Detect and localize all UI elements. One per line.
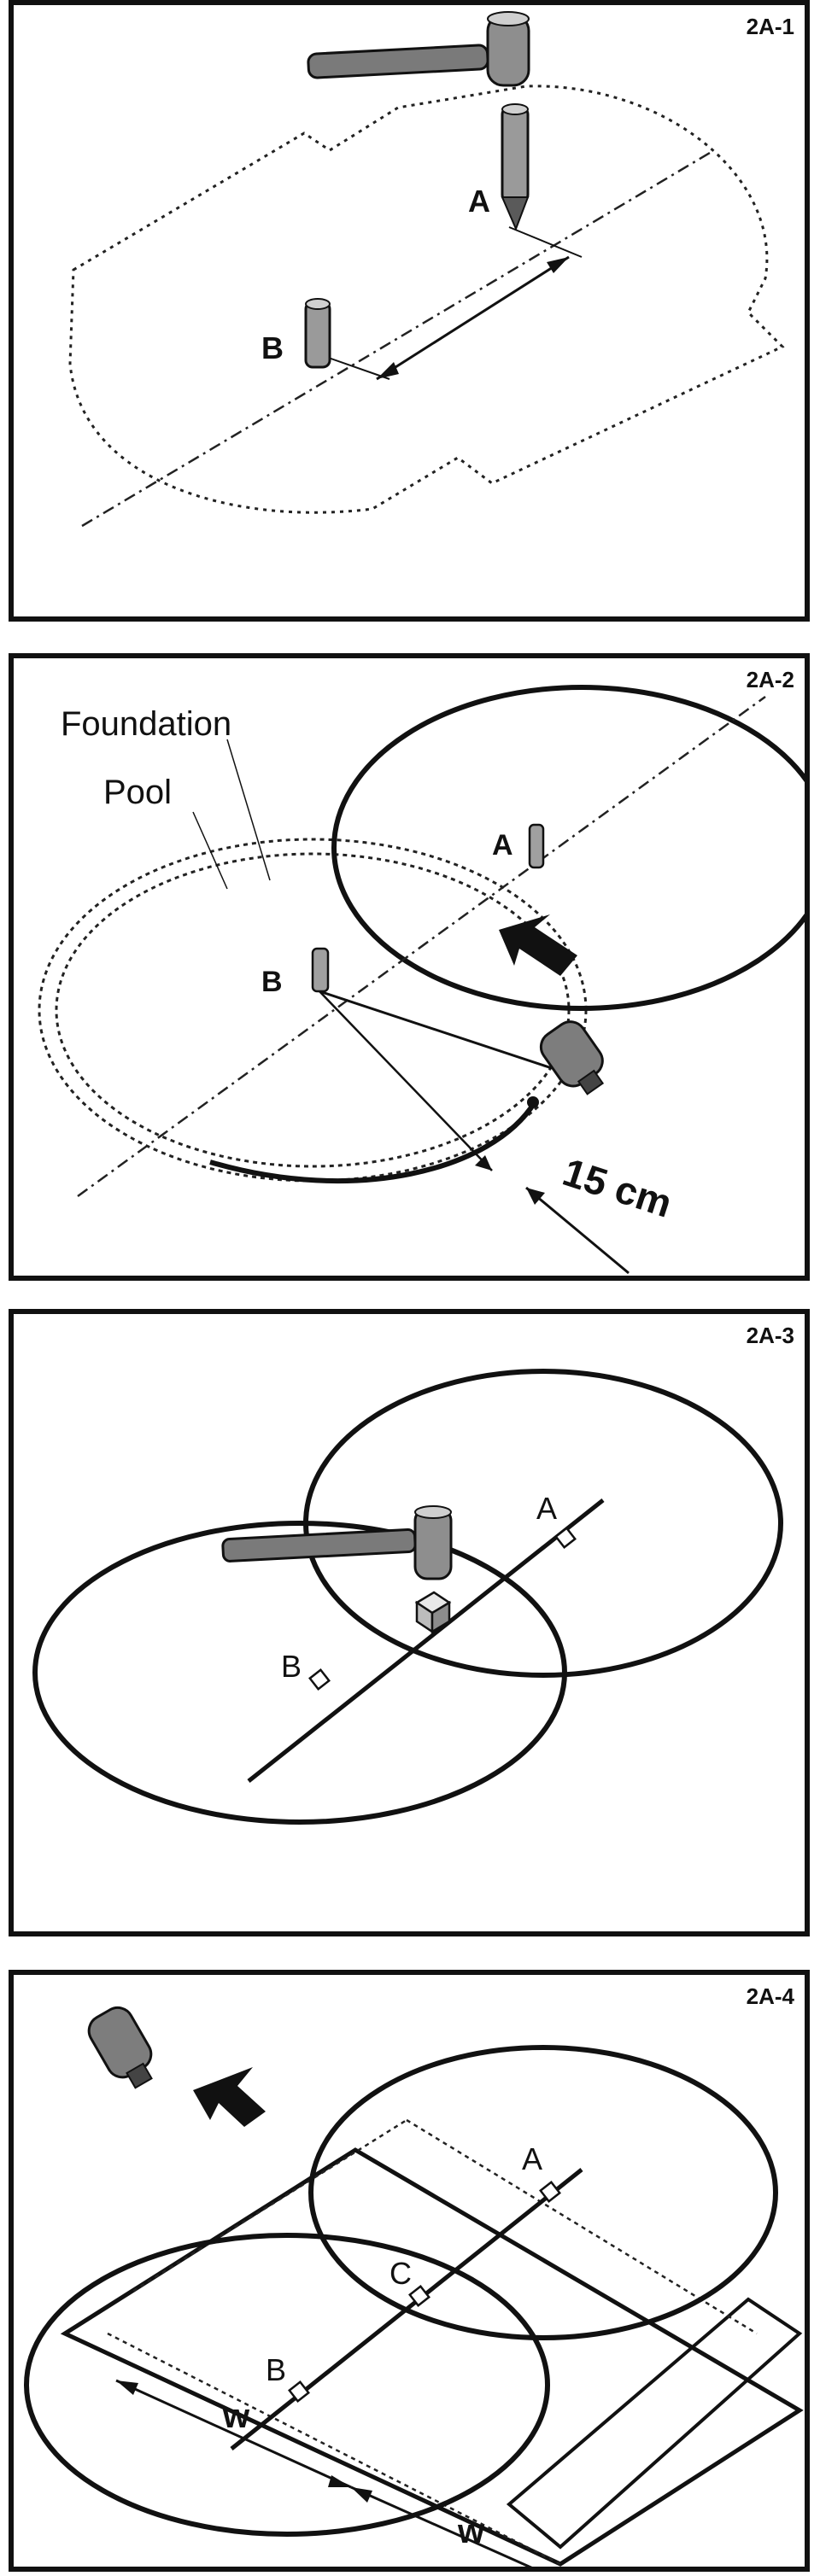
- diagram-2a-2: Foundation Pool A B 15 cm: [38, 685, 805, 1275]
- label-b: B: [261, 330, 284, 365]
- dimension-arrow: [376, 255, 570, 381]
- string-line: [319, 990, 553, 1070]
- pool-outline-dotted: [55, 852, 571, 1168]
- arrowhead: [351, 2487, 372, 2503]
- label-w1: w: [222, 2398, 250, 2435]
- marker-a: [554, 1527, 577, 1549]
- label-c: C: [390, 2256, 412, 2291]
- paint-bottle-icon: [87, 2006, 153, 2089]
- width-arrow: [350, 2485, 533, 2567]
- stake-b-icon: [311, 947, 330, 993]
- marker-a: [539, 2181, 561, 2203]
- panel-2a-2: 2A-2 Found: [9, 653, 810, 1281]
- label-foundation: Foundation: [61, 705, 231, 743]
- label-b: B: [281, 1649, 302, 1684]
- label-a: A: [468, 184, 490, 219]
- radius-line: [319, 990, 493, 1171]
- label-w2: w: [457, 2513, 485, 2550]
- extension-line: [320, 354, 390, 380]
- hammer-icon: [221, 1505, 453, 1580]
- label-a: A: [522, 2141, 542, 2176]
- arrowhead: [475, 1155, 492, 1171]
- width-arrow: [115, 2379, 352, 2489]
- label-a: A: [536, 1491, 557, 1526]
- panel-tag: 2A-2: [746, 667, 794, 692]
- panel-2a-1: 2A-1 A B: [9, 0, 810, 622]
- hammer-icon: [307, 11, 530, 87]
- offset-line-dotted: [132, 2118, 407, 2293]
- arrowhead: [526, 1188, 545, 1205]
- diagram-2a-3: A B: [32, 1369, 783, 1825]
- stake-a-icon: [528, 823, 545, 869]
- pool-circle-solid: [331, 685, 805, 1011]
- paint-bottle-icon: [539, 1020, 605, 1095]
- diagram-2a-4: A B C w w: [24, 2006, 804, 2567]
- arrowhead: [377, 362, 399, 379]
- panel-tag: 2A-4: [746, 1983, 794, 2009]
- center-axis-line: [81, 149, 715, 528]
- dimension-line: [525, 1186, 630, 1275]
- label-a: A: [492, 829, 513, 862]
- offset-line-dotted: [406, 2118, 758, 2335]
- leader-line: [192, 811, 228, 890]
- foundation-arc: [209, 1101, 537, 1183]
- label-distance: 15 cm: [558, 1149, 677, 1226]
- marker-b: [288, 2380, 310, 2403]
- panel-2a-3: 2A-3 A B: [9, 1309, 810, 1936]
- stake-b-icon: [304, 298, 331, 369]
- layout-rectangle: [60, 2147, 804, 2567]
- stake-a-icon: [501, 103, 530, 231]
- panel-tag: 2A-1: [746, 14, 794, 39]
- center-axis-line: [77, 695, 766, 1198]
- direction-arrow-icon: [193, 2067, 266, 2127]
- panel-tag: 2A-3: [746, 1323, 794, 1348]
- panel-2a-4: 2A-4 A B C w w: [9, 1970, 810, 2572]
- center-stake-cube-icon: [414, 1591, 452, 1634]
- circle-b: [32, 1521, 567, 1825]
- marker-c: [408, 2285, 430, 2307]
- extension-rectangle: [506, 2297, 803, 2550]
- label-b: B: [266, 2352, 286, 2387]
- circle-b: [24, 2233, 550, 2537]
- direction-arrow-icon: [499, 914, 577, 976]
- arrowhead: [328, 2475, 351, 2487]
- diagram-2a-1: A B: [68, 11, 785, 528]
- arrowhead: [547, 257, 569, 273]
- leader-line: [226, 739, 271, 881]
- center-axis-line: [247, 1498, 605, 1783]
- label-b: B: [261, 966, 283, 998]
- circle-a: [308, 2045, 778, 2340]
- foundation-outline-dotted: [38, 838, 588, 1183]
- label-pool: Pool: [103, 774, 172, 811]
- marker-b: [308, 1668, 331, 1691]
- center-axis-line: [230, 2168, 583, 2450]
- paint-tip: [527, 1096, 539, 1108]
- pool-outline-dotted: [68, 85, 785, 514]
- arrowhead: [116, 2380, 138, 2395]
- extension-line: [508, 226, 583, 258]
